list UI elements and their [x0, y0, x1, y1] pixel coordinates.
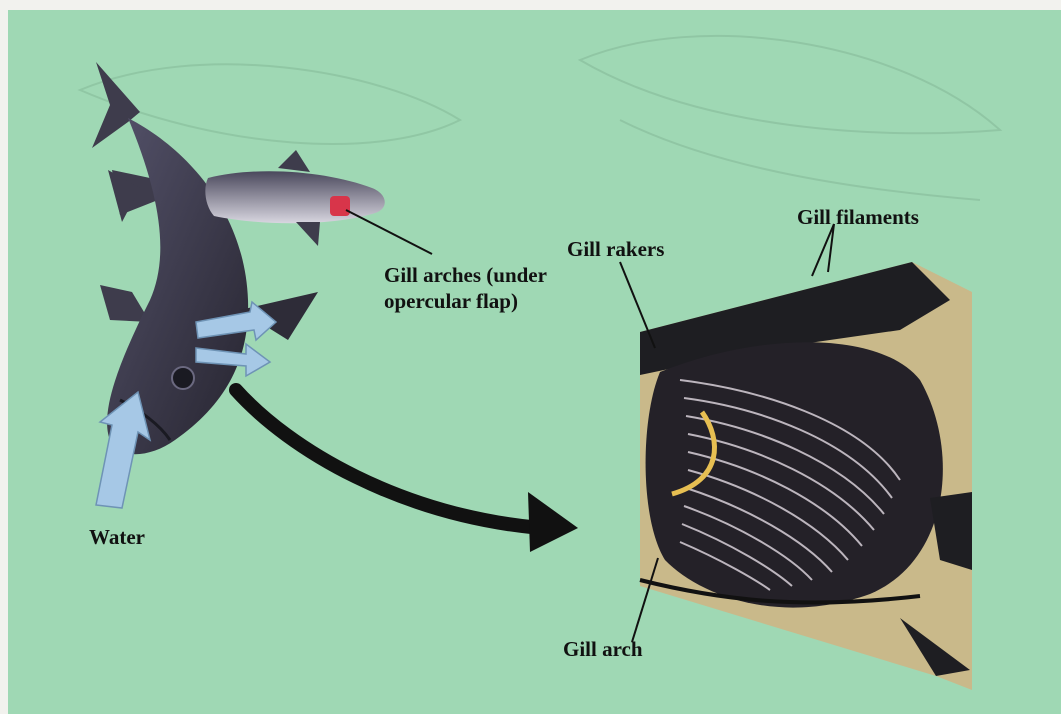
gill-closeup	[640, 262, 972, 690]
curved-flow-arrow	[236, 390, 578, 552]
faded-background-sketch	[80, 36, 1000, 200]
large-fish	[92, 62, 318, 454]
label-gill-rakers: Gill rakers	[567, 237, 664, 263]
label-gill-filaments: Gill filaments	[797, 205, 919, 231]
label-water: Water	[89, 525, 145, 551]
label-gill-arches: Gill arches (under opercular flap)	[384, 263, 584, 314]
label-gill-arch: Gill arch	[563, 637, 643, 663]
